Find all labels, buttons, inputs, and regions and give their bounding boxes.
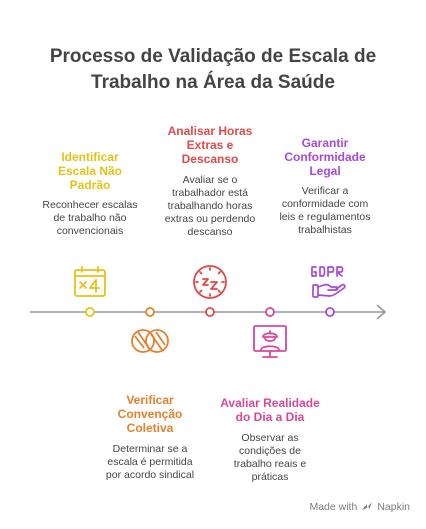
step-1-title-line: Identificar — [61, 150, 119, 164]
step-3-desc-line: descanso — [187, 226, 233, 238]
step-2-desc-line: escala é permitida — [107, 456, 193, 468]
step-1-title-line: Escala Não — [57, 164, 123, 178]
step-3-desc-line: trabalhando horas — [167, 200, 253, 212]
step-5-desc-line: trabalhistas — [298, 224, 352, 236]
step-3-description: Avaliar se o trabalhador está trabalhand… — [150, 174, 270, 239]
step-2-title-line: Coletiva — [126, 421, 174, 435]
step-1-desc-line: Reconhecer escalas — [42, 199, 138, 211]
made-with-napkin-footer: Made with Napkin — [309, 501, 410, 513]
step-5-marker — [325, 307, 335, 317]
step-5-title-line: Legal — [309, 164, 341, 178]
step-2-marker — [145, 307, 155, 317]
step-5-description: Verificar a conformidade com leis e regu… — [265, 185, 385, 237]
step-3-title-line: Analisar Horas — [167, 124, 253, 138]
step-2-title: Verificar Convenção Coletiva — [100, 393, 200, 435]
title-line-2: Trabalho na Área da Saúde — [91, 72, 335, 93]
step-1-desc-line: de trabalho não — [53, 212, 127, 224]
step-1-title-line: Padrão — [69, 178, 111, 192]
step-1-desc-line: convencionais — [56, 225, 124, 237]
page-title: Processo de Validação de Escala de Traba… — [0, 44, 426, 96]
step-4-title-line: Avaliar Realidade — [220, 396, 320, 410]
timeline-arrowhead — [376, 304, 387, 320]
step-4-marker — [265, 307, 275, 317]
step-3-desc-line: trabalhador está — [172, 187, 248, 199]
step-3-desc-line: Avaliar se o — [182, 174, 238, 186]
step-3-desc-line: extras ou perdendo — [164, 213, 256, 225]
napkin-logo-icon — [362, 502, 373, 510]
step-2-desc-line: por acordo sindical — [105, 469, 195, 481]
sleep-clock-icon — [193, 265, 227, 299]
step-4-title-line: do Dia a Dia — [235, 410, 305, 424]
step-5-title-line: Garantir — [301, 136, 349, 150]
step-2-description: Determinar se a escala é permitida por a… — [90, 443, 210, 482]
step-1-description: Reconhecer escalas de trabalho não conve… — [30, 199, 150, 238]
step-5-desc-line: Verificar a — [301, 185, 349, 197]
interlocking-rings-icon — [131, 329, 169, 353]
step-5-desc-line: leis e regulamentos — [279, 211, 371, 223]
title-line-1: Processo de Validação de Escala de — [49, 46, 377, 67]
step-4-desc-line: condições de — [239, 445, 301, 457]
calendar-plus-four-icon — [74, 266, 106, 297]
footer-brand: Napkin — [377, 501, 410, 513]
step-2-title-line: Convenção — [117, 407, 183, 421]
step-3-title-line: Descanso — [181, 152, 239, 166]
step-4-description: Observar as condições de trabalho reais … — [210, 432, 330, 484]
step-3-title: Analisar Horas Extras e Descanso — [155, 124, 265, 166]
gdpr-hand-icon — [311, 266, 346, 298]
step-4-desc-line: trabalho reais e — [233, 458, 307, 470]
step-2-desc-line: Determinar se a — [112, 443, 188, 455]
step-1-title: Identificar Escala Não Padrão — [40, 150, 140, 192]
worker-monitor-icon — [253, 325, 287, 358]
step-3-title-line: Extras e — [186, 138, 234, 152]
step-5-desc-line: conformidade com — [281, 198, 369, 210]
footer-text: Made with — [309, 501, 358, 513]
step-2-title-line: Verificar — [126, 393, 174, 407]
step-5-title: Garantir Conformidade Legal — [270, 136, 380, 178]
step-1-marker — [85, 307, 95, 317]
step-4-desc-line: Observar as — [241, 432, 299, 444]
step-3-marker — [205, 307, 215, 317]
step-5-title-line: Conformidade — [284, 150, 366, 164]
step-4-desc-line: práticas — [251, 471, 289, 483]
step-4-title: Avaliar Realidade do Dia a Dia — [210, 396, 330, 424]
